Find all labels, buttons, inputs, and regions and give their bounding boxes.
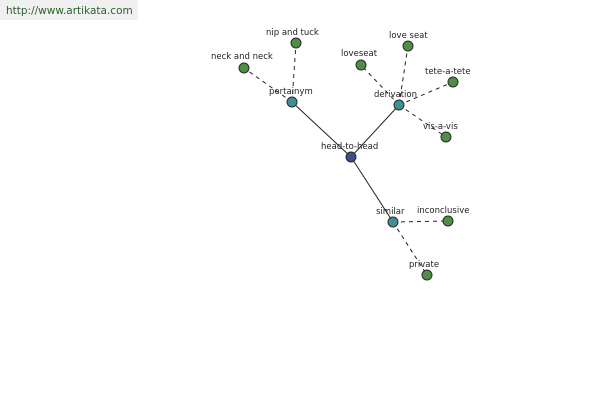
relation-pertainym-label[interactable]: pertainym xyxy=(269,87,313,97)
word-nip-and-tuck-label[interactable]: nip and tuck xyxy=(266,28,319,38)
site-url-banner[interactable]: http://www.artikata.com xyxy=(0,0,138,20)
word-neck-and-neck-node[interactable] xyxy=(238,62,250,74)
center-word-head-to-head-label[interactable]: head-to-head xyxy=(321,142,378,152)
edge-derivation-tete-a-tete xyxy=(398,81,454,106)
edge-pertainym-nip-and-tuck xyxy=(291,42,297,103)
edge-head-to-head-pertainym xyxy=(291,101,352,158)
word-vis-a-vis-label[interactable]: vis-a-vis xyxy=(423,122,458,132)
relation-similar-label[interactable]: similar xyxy=(376,207,405,217)
edge-similar-private xyxy=(392,221,428,276)
relation-similar-node[interactable] xyxy=(387,216,399,228)
word-inconclusive-label[interactable]: inconclusive xyxy=(417,206,469,216)
word-private-label[interactable]: private xyxy=(409,260,439,270)
center-word-head-to-head-node[interactable] xyxy=(345,151,357,163)
word-love-seat-label[interactable]: love seat xyxy=(389,31,428,41)
edge-derivation-vis-a-vis xyxy=(398,104,447,138)
node-layer xyxy=(238,37,459,281)
edge-head-to-head-derivation xyxy=(350,104,400,158)
word-private-node[interactable] xyxy=(421,269,433,281)
relation-pertainym-node[interactable] xyxy=(286,96,298,108)
word-tete-a-tete-label[interactable]: tete-a-tete xyxy=(425,67,471,77)
word-love-seat-node[interactable] xyxy=(402,40,414,52)
relation-derivation-label[interactable]: derivation xyxy=(374,90,417,100)
word-nip-and-tuck-node[interactable] xyxy=(290,37,302,49)
word-loveseat-label[interactable]: loveseat xyxy=(341,49,378,59)
edge-similar-inconclusive xyxy=(392,220,449,223)
edge-derivation-loveseat xyxy=(360,64,400,106)
edge-layer xyxy=(243,42,454,276)
site-url-text[interactable]: http://www.artikata.com xyxy=(6,5,133,17)
word-vis-a-vis-node[interactable] xyxy=(440,131,452,143)
edge-derivation-love-seat xyxy=(398,45,409,106)
relation-derivation-node[interactable] xyxy=(393,99,405,111)
edge-pertainym-neck-and-neck xyxy=(243,67,293,103)
word-tete-a-tete-node[interactable] xyxy=(447,76,459,88)
edge-head-to-head-similar xyxy=(350,156,394,223)
word-loveseat-node[interactable] xyxy=(355,59,367,71)
label-layer: nip and tuck neck and neck pertainym love s… xyxy=(211,28,471,270)
word-neck-and-neck-label[interactable]: neck and neck xyxy=(211,52,273,62)
word-inconclusive-node[interactable] xyxy=(442,215,454,227)
